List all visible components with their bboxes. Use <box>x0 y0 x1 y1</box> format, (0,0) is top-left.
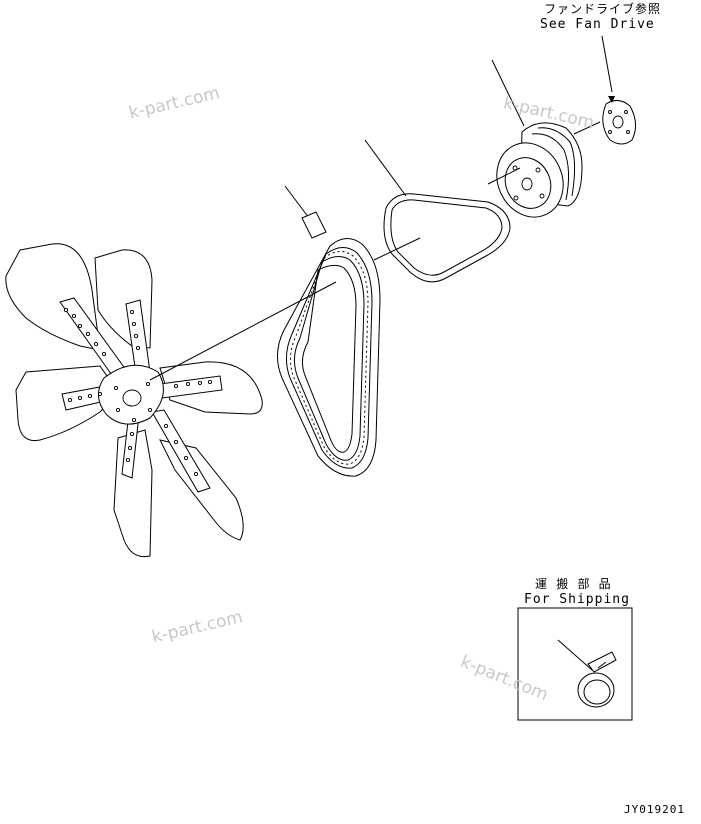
leader-lines <box>149 35 615 381</box>
shipping-label-en: For Shipping <box>524 592 630 607</box>
fan-pulley[interactable] <box>485 122 583 228</box>
shipping-label-jp: 運 搬 部 品 <box>535 577 612 591</box>
fan-drive-flange[interactable] <box>602 100 636 145</box>
fan-drive-label-en: See Fan Drive <box>540 17 655 32</box>
shipping-inset <box>517 607 633 721</box>
fan-belt-set[interactable] <box>277 238 381 477</box>
drawing-number: JY019201 <box>624 803 685 816</box>
fan-drive-label-jp: ファンドライブ参照 <box>544 2 662 16</box>
cooling-fan[interactable] <box>5 243 263 558</box>
alternator-belt[interactable] <box>383 193 511 283</box>
